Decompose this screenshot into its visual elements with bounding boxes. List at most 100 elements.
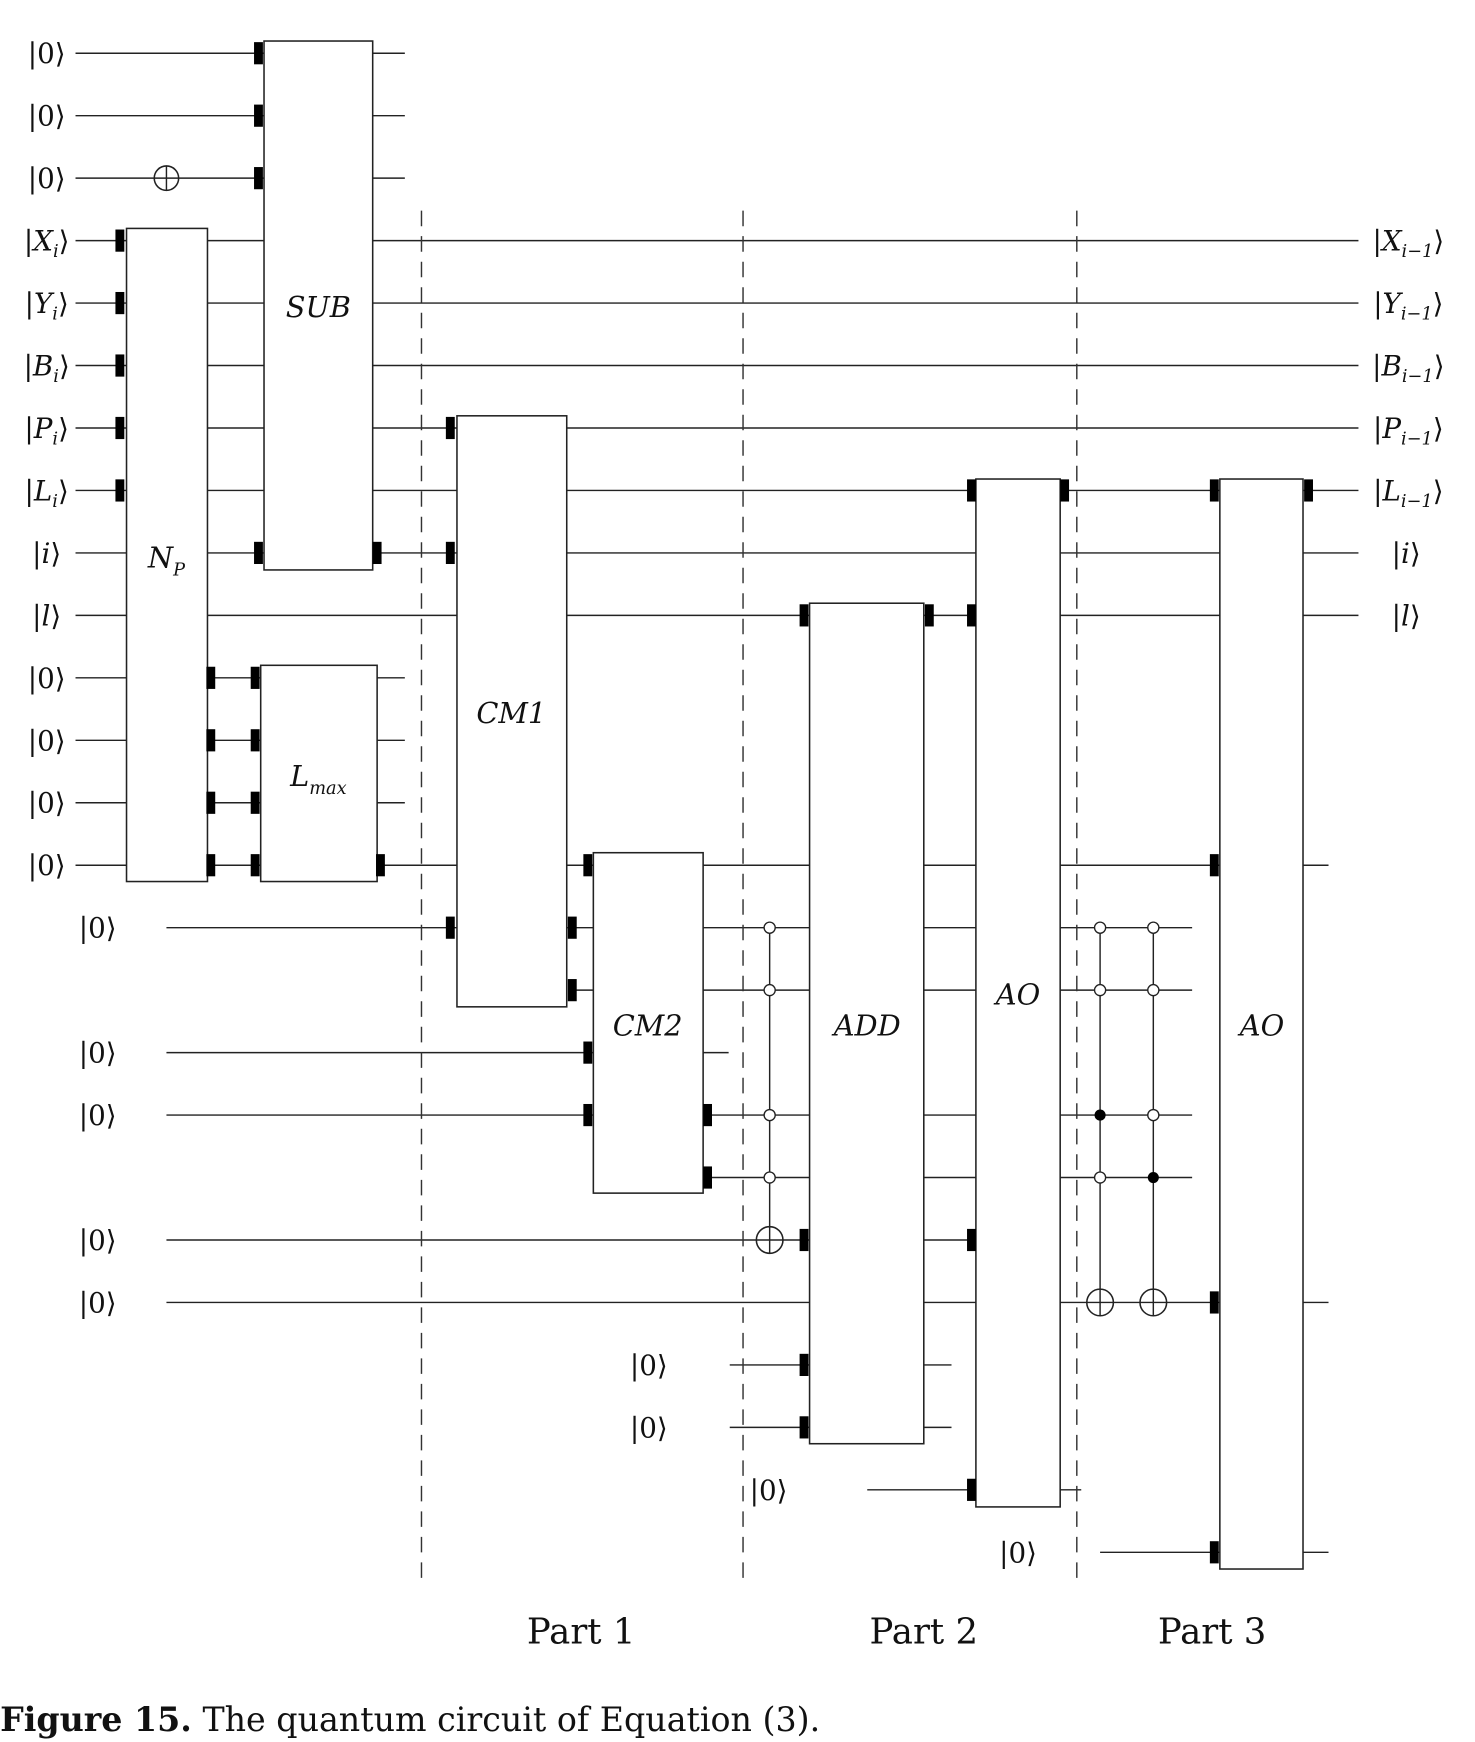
gate-connector [583,1041,593,1064]
gate-connector [583,854,593,877]
gate-connector [583,1103,593,1127]
gate-lmax [259,664,378,883]
gate-connector [250,666,260,689]
gate-connector [254,541,263,565]
open-control-icon [763,1108,776,1122]
gate-connector [703,1103,712,1127]
ket-open: | [1372,350,1381,383]
ket-close: ⟩ [1433,412,1444,445]
input-ket-label: |Yi⟩ [25,287,69,325]
ket-open: | [630,1411,639,1444]
ket-close: ⟩ [59,350,70,383]
ket-symbol: B [32,350,53,383]
ket-subscript: i [52,430,58,450]
gate-connector [206,854,216,877]
gate-connector [967,1228,976,1252]
ket-symbol: 0 [639,1349,657,1382]
gate-label-main: AO [993,978,1040,1012]
input-ket-label: |Li⟩ [25,474,69,512]
input-ket-label: |0⟩ [630,1411,668,1444]
input-ket-label: |0⟩ [750,1474,788,1507]
ket-open: | [79,1037,88,1070]
open-control-icon [1147,1108,1160,1122]
gate-label-main: SUB [286,290,351,324]
ket-close: ⟩ [50,599,61,632]
open-control-icon [1093,921,1107,934]
ket-open: | [79,1286,88,1319]
ket-open: | [24,225,33,258]
ket-subscript: i−1 [1401,305,1433,325]
output-ket-label: |Xi−1⟩ [1372,225,1444,263]
input-ket-label: |Pi⟩ [24,412,69,450]
ket-close: ⟩ [1410,599,1421,632]
gate-label-main: ADD [831,1009,901,1043]
gate-connector [115,354,125,377]
open-control-icon [1093,983,1107,997]
gate-connector [206,729,216,752]
open-control-icon [763,983,776,997]
ket-close: ⟩ [106,1037,117,1070]
gate-connector [254,42,263,65]
input-ket-label: |0⟩ [79,1037,117,1070]
output-ket-label: |Bi−1⟩ [1372,350,1444,388]
input-ket-label: |0⟩ [28,162,66,195]
gate-connector [799,604,809,627]
ket-symbol: 0 [759,1474,777,1507]
open-control-icon [1093,1171,1107,1184]
gate-connector [445,416,455,440]
ket-symbol: i [42,537,51,570]
gate-label-sub: P [172,560,186,580]
gate-connector [1209,1291,1219,1314]
ket-open: | [28,849,37,882]
gate-connector [1209,854,1219,877]
ket-open: | [28,37,37,70]
gate-connector [567,979,577,1002]
input-ket-label: |0⟩ [28,37,66,70]
ket-symbol: i [1401,537,1410,570]
ket-open: | [1392,537,1401,570]
gate-connector [1304,479,1313,502]
ket-close: ⟩ [55,162,66,195]
part-dividers [420,210,1078,1588]
gate-connector [1060,479,1070,502]
input-ket-label: |0⟩ [28,787,66,820]
gate-sub [263,40,374,571]
ket-open: | [79,1224,88,1257]
ket-symbol: X [31,225,54,258]
filled-control-icon [1147,1171,1159,1184]
ket-close: ⟩ [50,537,61,570]
gate-connector [250,729,260,752]
output-ket-label: |Li−1⟩ [1373,474,1443,512]
gate-markers [115,42,1313,1564]
ket-close: ⟩ [657,1349,668,1382]
ket-open: | [1373,412,1382,445]
ket-close: ⟩ [55,100,66,133]
input-ket-label: |0⟩ [79,1286,117,1319]
gate-connector [206,666,216,689]
gate-cm2 [592,851,704,1194]
ket-open: | [1373,474,1382,507]
gate-cm1 [456,415,568,1008]
ket-open: | [28,662,37,695]
gate-connector [254,104,263,127]
ket-close: ⟩ [777,1474,788,1507]
ket-subscript: i−1 [1401,492,1433,512]
ket-close: ⟩ [106,912,117,945]
part-3-label: Part 3 [1158,1611,1266,1652]
ket-subscript: i [52,492,58,512]
ket-symbol: 0 [88,1286,106,1319]
gate-ao2 [1219,478,1304,1570]
filled-control-icon [1094,1109,1106,1121]
ket-close: ⟩ [58,287,69,320]
output-ket-label: |l⟩ [1392,599,1421,632]
ket-close: ⟩ [1433,474,1444,507]
gate-connector [254,167,263,190]
ket-symbol: L [1381,474,1400,507]
ket-open: | [1373,287,1382,320]
ket-close: ⟩ [58,474,69,507]
gate-label-main: CM1 [476,696,546,730]
part-2-label: Part 2 [870,1611,978,1652]
gate-label-sub: max [309,779,346,799]
ket-open: | [28,100,37,133]
